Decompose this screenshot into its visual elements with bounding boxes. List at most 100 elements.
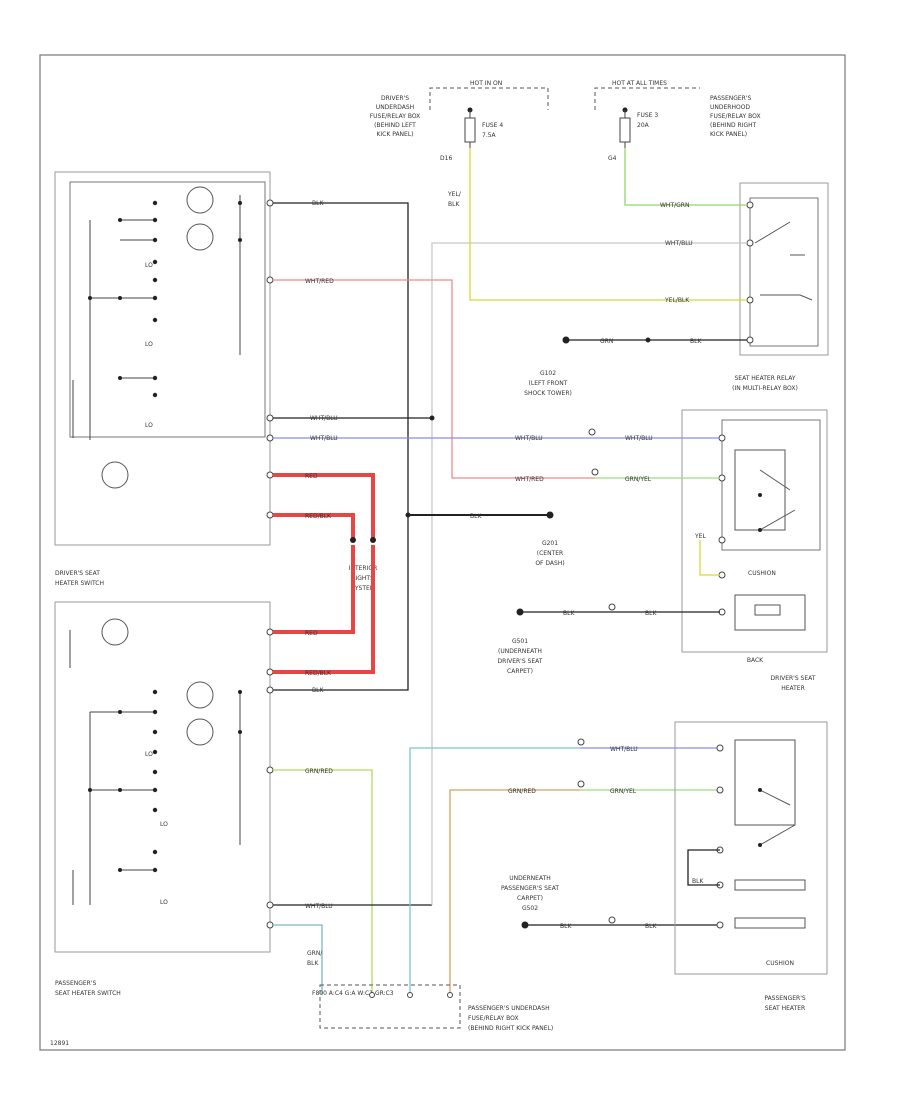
svg-text:BLK: BLK <box>307 960 319 967</box>
svg-text:PASSENGER'S: PASSENGER'S <box>710 95 751 102</box>
svg-text:WHT/BLU: WHT/BLU <box>310 435 338 442</box>
svg-text:DRIVER'S SEAT: DRIVER'S SEAT <box>55 570 100 577</box>
svg-text:LO: LO <box>145 262 153 269</box>
ground-g501-label: G501 (UNDERNEATH DRIVER'S SEAT CARPET) <box>498 638 543 675</box>
svg-text:LO: LO <box>145 422 153 429</box>
back-label-drivers: BACK <box>747 657 764 664</box>
svg-text:PASSENGER'S: PASSENGER'S <box>764 995 805 1002</box>
wire-label-wht-grn: WHT/GRN <box>660 202 689 209</box>
svg-text:(BEHIND RIGHT: (BEHIND RIGHT <box>710 122 757 129</box>
svg-text:WHT/BLU: WHT/BLU <box>625 435 653 442</box>
svg-text:RED/BLK: RED/BLK <box>305 670 332 677</box>
wire-label-grn: GRN <box>600 338 613 345</box>
svg-text:(UNDERNEATH: (UNDERNEATH <box>498 648 542 655</box>
svg-text:WHT/RED: WHT/RED <box>515 476 544 483</box>
passengers-seat-heater: BLK CUSHION <box>674 721 828 975</box>
wire-label-yel-blk: YEL/BLK <box>664 297 690 304</box>
fuse-4-group: HOT IN ON FUSE 4 7.5A D16 <box>429 80 549 162</box>
svg-text:DRIVER'S SEAT: DRIVER'S SEAT <box>771 675 816 682</box>
svg-text:BLK: BLK <box>563 610 575 617</box>
wire-label-wht-blu-1: WHT/BLU <box>310 415 338 422</box>
svg-text:LIGHTS: LIGHTS <box>352 575 374 582</box>
svg-text:PASSENGER'S SEAT: PASSENGER'S SEAT <box>501 885 559 892</box>
ground-g502-label: UNDERNEATH PASSENGER'S SEAT CARPET) G502 <box>501 875 559 912</box>
fuse-4-header: HOT IN ON <box>470 80 502 87</box>
passengers-fuse-box-top-label: PASSENGER'S UNDERHOOD FUSE/RELAY BOX (BE… <box>710 95 761 138</box>
svg-text:(LEFT FRONT: (LEFT FRONT <box>529 380 568 387</box>
wire-label-red-1: RED <box>305 473 318 480</box>
svg-text:INTERIOR: INTERIOR <box>349 565 378 572</box>
svg-text:G501: G501 <box>512 638 528 645</box>
wire-label-grn-red-1: GRN/RED <box>305 768 333 775</box>
svg-text:(BEHIND LEFT: (BEHIND LEFT <box>374 122 416 129</box>
fuse-3-rating: 20A <box>637 122 650 129</box>
svg-text:(IN MULTI-RELAY BOX): (IN MULTI-RELAY BOX) <box>732 385 798 392</box>
svg-text:KICK PANEL): KICK PANEL) <box>376 131 413 138</box>
wire-label-wht-blu-top: WHT/BLU <box>665 240 693 247</box>
svg-text:(CENTER: (CENTER <box>537 550 563 557</box>
passengers-heater-label: PASSENGER'S SEAT HEATER <box>764 995 805 1012</box>
svg-text:GRN/RED: GRN/RED <box>508 788 536 795</box>
svg-text:FUSE/RELAY BOX: FUSE/RELAY BOX <box>468 1015 519 1022</box>
diagram-frame <box>39 54 846 1051</box>
svg-text:HEATER SWITCH: HEATER SWITCH <box>55 580 104 587</box>
svg-text:DRIVER'S SEAT: DRIVER'S SEAT <box>498 658 543 665</box>
ground-g201-label: G201 (CENTER OF DASH) <box>535 540 564 567</box>
ground-g102-label: G102 (LEFT FRONT SHOCK TOWER) <box>524 370 572 397</box>
drivers-seat-heater: CUSHION BACK <box>681 409 828 664</box>
svg-text:LO: LO <box>145 341 153 348</box>
bottom-fuse-box: F800 A:C4 G:A W:C1 GR:C3 <box>312 984 461 1029</box>
svg-text:FUSE/RELAY BOX: FUSE/RELAY BOX <box>370 113 421 120</box>
relay-label: SEAT HEATER RELAY (IN MULTI-RELAY BOX) <box>732 375 798 392</box>
svg-text:CARPET): CARPET) <box>507 668 533 675</box>
svg-text:SYSTEM: SYSTEM <box>351 585 375 592</box>
svg-text:WHT/BLU: WHT/BLU <box>305 903 333 910</box>
svg-text:RED: RED <box>305 630 318 637</box>
wire-label-red-blk-1: RED/BLK <box>305 513 332 520</box>
wire-label-grn-blk: GRN/ <box>307 950 323 957</box>
svg-text:DRIVER'S: DRIVER'S <box>381 95 409 102</box>
svg-text:G502: G502 <box>522 905 538 912</box>
svg-text:PASSENGER'S: PASSENGER'S <box>55 980 96 987</box>
fuse-3-header: HOT AT ALL TIMES <box>612 80 667 87</box>
svg-text:G201: G201 <box>542 540 558 547</box>
svg-text:BLK: BLK <box>448 201 460 208</box>
bottom-pin-labels: F800 A:C4 G:A W:C1 GR:C3 <box>312 990 394 997</box>
fuse-3-label: FUSE 3 <box>637 112 658 119</box>
svg-text:SEAT HEATER: SEAT HEATER <box>765 1005 805 1012</box>
svg-text:UNDERNEATH: UNDERNEATH <box>509 875 551 882</box>
svg-text:BLK: BLK <box>312 687 324 694</box>
svg-text:G102: G102 <box>540 370 556 377</box>
cushion-label-drivers: CUSHION <box>748 570 776 577</box>
cushion-label-passengers: CUSHION <box>766 960 794 967</box>
drivers-heater-label: DRIVER'S SEAT HEATER <box>771 675 816 692</box>
svg-text:BLK: BLK <box>470 513 482 520</box>
interior-lights-label: INTERIOR LIGHTS SYSTEM <box>349 565 378 592</box>
drivers-switch-label: DRIVER'S SEAT HEATER SWITCH <box>55 570 104 587</box>
fuse-4-label: FUSE 4 <box>482 122 503 129</box>
wire-label-grn-yel-1: GRN/YEL <box>625 476 652 483</box>
svg-text:WHT/BLU: WHT/BLU <box>515 435 543 442</box>
svg-text:BLK: BLK <box>645 610 657 617</box>
svg-text:SEAT HEATER SWITCH: SEAT HEATER SWITCH <box>55 990 121 997</box>
svg-text:PASSENGER'S UNDERDASH: PASSENGER'S UNDERDASH <box>468 1005 550 1012</box>
wire-label-yel: YEL <box>694 533 706 540</box>
wire-label-yel-blk-stack: YEL/ <box>447 191 462 198</box>
svg-text:WHT/BLU: WHT/BLU <box>610 746 638 753</box>
svg-text:UNDERDASH: UNDERDASH <box>376 104 414 111</box>
svg-text:FUSE/RELAY BOX: FUSE/RELAY BOX <box>710 113 761 120</box>
fuse-3-ref: G4 <box>608 155 617 162</box>
svg-text:SHOCK TOWER): SHOCK TOWER) <box>524 390 572 397</box>
passengers-switch-label: PASSENGER'S SEAT HEATER SWITCH <box>55 980 121 997</box>
svg-text:LO: LO <box>160 899 168 906</box>
svg-text:CARPET): CARPET) <box>517 895 543 902</box>
svg-text:KICK PANEL): KICK PANEL) <box>710 131 747 138</box>
svg-text:HEATER: HEATER <box>781 685 805 692</box>
figure-id: 12891 <box>50 1040 69 1047</box>
svg-text:BLK: BLK <box>690 338 702 345</box>
svg-text:BLK: BLK <box>692 878 704 885</box>
svg-text:LO: LO <box>145 751 153 758</box>
svg-text:BLK: BLK <box>645 923 657 930</box>
svg-text:BLK: BLK <box>560 923 572 930</box>
drivers-fuse-box-label: DRIVER'S UNDERDASH FUSE/RELAY BOX (BEHIN… <box>370 95 421 138</box>
